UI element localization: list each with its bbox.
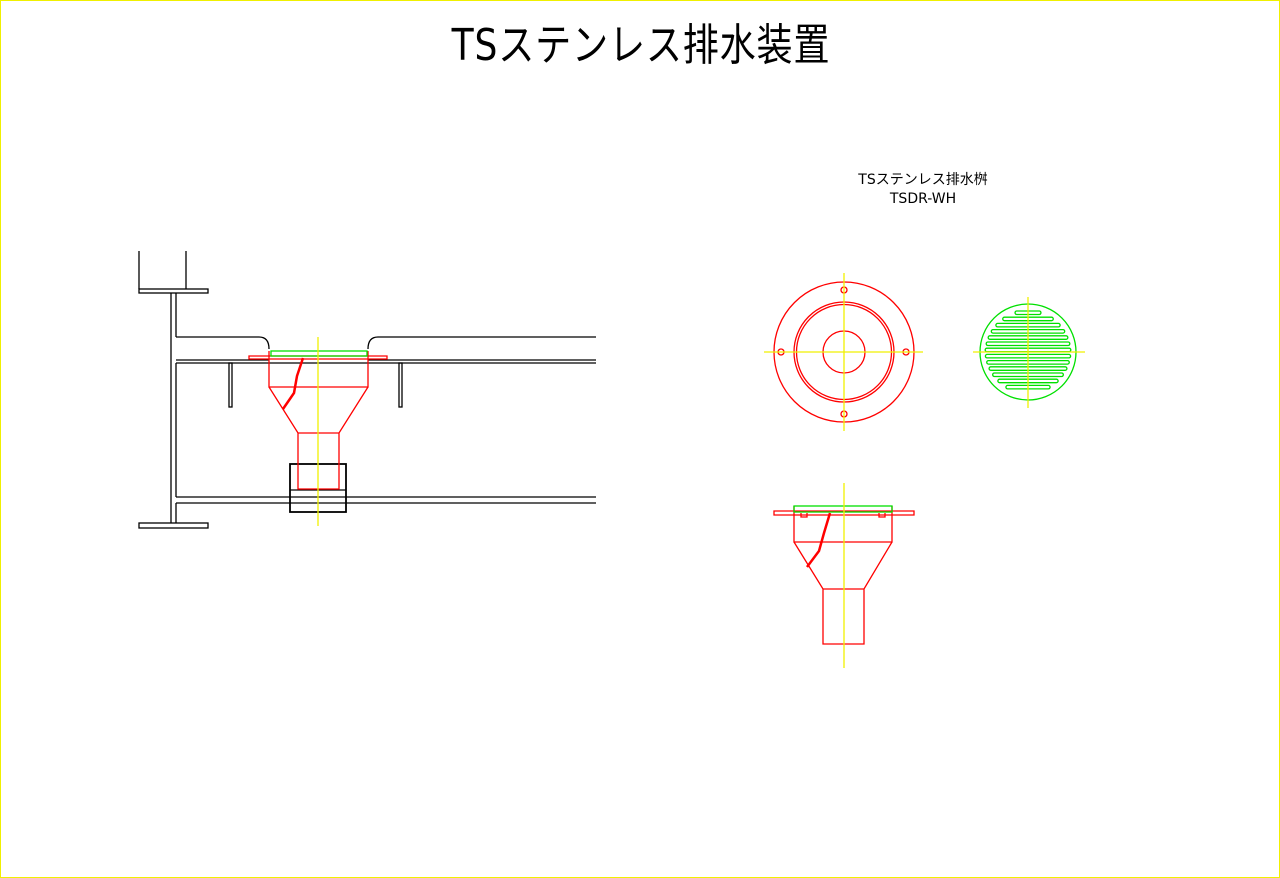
- product-name: TSステンレス排水桝: [858, 172, 988, 188]
- page-title: TSステンレス排水装置: [451, 20, 831, 71]
- chain: [806, 512, 832, 568]
- product-model: TSDR-WH: [889, 191, 957, 207]
- column-upper: [138, 251, 187, 289]
- grate-installed: [270, 350, 368, 357]
- centerline: [973, 297, 1085, 408]
- installation-section-view: [138, 251, 596, 529]
- centerline: [764, 273, 923, 431]
- drain-section-view: [773, 506, 915, 645]
- upper-slab: [176, 336, 596, 364]
- column-top-flange: [138, 288, 209, 294]
- stiffener-right: [398, 362, 403, 408]
- column-bottom-flange: [138, 522, 209, 529]
- lower-slab: [176, 496, 596, 504]
- grate-section: [793, 505, 893, 513]
- column-web: [170, 293, 177, 523]
- stiffener-left: [228, 362, 233, 408]
- chain: [281, 357, 305, 410]
